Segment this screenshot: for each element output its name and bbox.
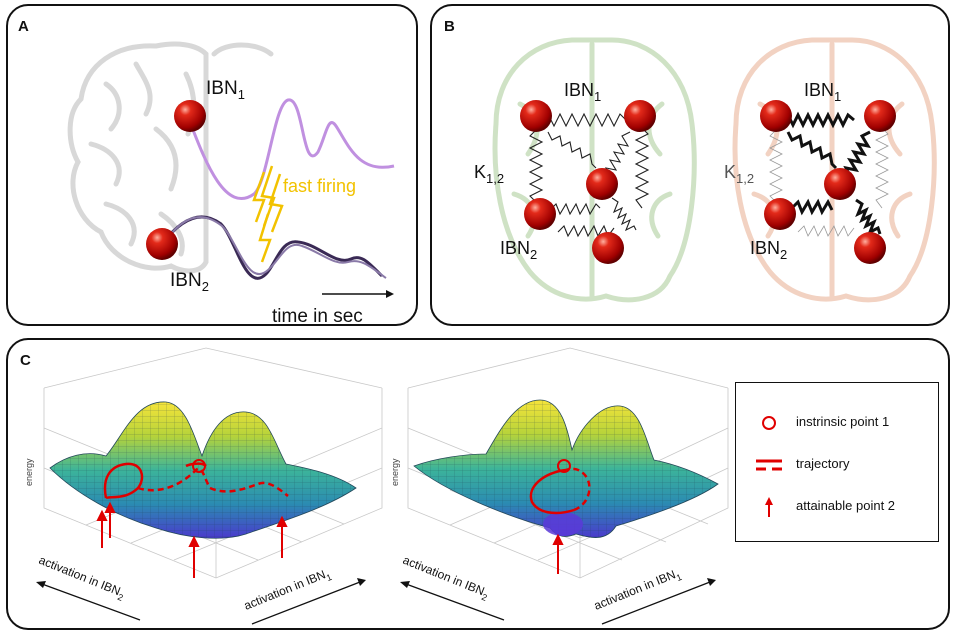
trace-ibn1 bbox=[188, 98, 395, 201]
y-axis-label-right: activation in IBN bbox=[401, 553, 487, 598]
z-axis-label-right: energy bbox=[390, 458, 400, 486]
panel-b-canvas: IBN1 K1,2 IBN2 bbox=[474, 37, 937, 303]
node-ibn2-sub: 2 bbox=[202, 279, 209, 294]
node-left-4 bbox=[524, 198, 556, 230]
legend-label-attainable: attainable point 2 bbox=[796, 498, 896, 513]
node-left-1 bbox=[520, 100, 552, 132]
right-ibn2-label: IBN bbox=[750, 238, 780, 258]
energy-plot-right: energy activation in IBN2 activation in … bbox=[390, 347, 729, 625]
attainable-arrows-right bbox=[552, 533, 564, 574]
svg-text:IBN2: IBN2 bbox=[170, 270, 209, 294]
y-axis-arrow-left bbox=[41, 583, 141, 621]
network-right: IBN1 K1,2 IBN2 bbox=[724, 37, 937, 303]
attainable-arrows-left bbox=[96, 501, 288, 578]
x-axis-arrow-right bbox=[601, 581, 711, 625]
right-ibn1-sub: 1 bbox=[834, 89, 841, 104]
spring-lines-right-thin bbox=[769, 127, 889, 237]
circle-icon bbox=[762, 416, 776, 430]
intrinsic-point-right bbox=[557, 459, 571, 473]
right-k-sub: 1,2 bbox=[736, 171, 754, 186]
node-ibn1-sub: 1 bbox=[238, 87, 245, 102]
x-axis-sub-left: 1 bbox=[325, 572, 333, 583]
deep-well-right bbox=[543, 512, 583, 536]
spring-lines-right-thick bbox=[781, 111, 882, 236]
legend-item-trajectory: trajectory bbox=[736, 453, 938, 477]
node-left-2 bbox=[624, 100, 656, 132]
node-right-3 bbox=[824, 168, 856, 200]
panel-label-b: B bbox=[444, 18, 455, 35]
legend-item-intrinsic: instrinsic point 1 bbox=[736, 411, 938, 435]
node-left-3 bbox=[586, 168, 618, 200]
right-k-label: K bbox=[724, 162, 736, 182]
svg-text:IBN1: IBN1 bbox=[564, 80, 601, 104]
right-ibn2-sub: 2 bbox=[780, 247, 787, 262]
legend-item-attainable: attainable point 2 bbox=[736, 495, 938, 519]
node-ibn1 bbox=[174, 100, 206, 132]
intrinsic-point-left bbox=[192, 459, 206, 473]
legend-label-intrinsic: instrinsic point 1 bbox=[796, 414, 890, 429]
left-ibn1-sub: 1 bbox=[594, 89, 601, 104]
x-axis-label-left: activation in IBN bbox=[242, 567, 328, 612]
time-label: time in sec bbox=[272, 306, 363, 326]
trace-ibn2-b bbox=[165, 216, 387, 279]
node-right-5 bbox=[854, 232, 886, 264]
y-axis-sub-left: 2 bbox=[116, 592, 124, 603]
left-ibn2-sub: 2 bbox=[530, 247, 537, 262]
node-right-4 bbox=[764, 198, 796, 230]
x-axis-arrow-left bbox=[251, 581, 361, 625]
fast-firing-label: fast firing bbox=[283, 176, 356, 196]
panel-a-canvas: fast firing IBN1 IBN2 time in sec bbox=[67, 41, 395, 326]
spring-lines-left bbox=[528, 112, 650, 238]
svg-text:IBN2: IBN2 bbox=[750, 238, 787, 262]
svg-text:activation in IBN2: activation in IBN2 bbox=[36, 553, 127, 603]
z-axis-label-left: energy bbox=[24, 458, 34, 486]
y-axis-label-left: activation in IBN bbox=[37, 553, 123, 598]
y-axis-sub-right: 2 bbox=[480, 592, 488, 603]
dashed-line-icon bbox=[756, 459, 782, 471]
right-ibn1-label: IBN bbox=[804, 80, 834, 100]
trajectory-right bbox=[529, 467, 591, 515]
left-k-label: K bbox=[474, 162, 486, 182]
legend-label-trajectory: trajectory bbox=[796, 456, 850, 471]
left-k-sub: 1,2 bbox=[486, 171, 504, 186]
svg-text:K1,2: K1,2 bbox=[474, 162, 504, 186]
panel-label-a: A bbox=[18, 18, 29, 35]
brain-outline-icon bbox=[67, 41, 274, 274]
node-right-1 bbox=[760, 100, 792, 132]
node-ibn1-label: IBN bbox=[206, 78, 238, 99]
svg-text:K1,2: K1,2 bbox=[724, 162, 754, 186]
time-arrow-head bbox=[386, 290, 394, 298]
left-ibn1-label: IBN bbox=[564, 80, 594, 100]
svg-text:IBN2: IBN2 bbox=[500, 238, 537, 262]
node-right-2 bbox=[864, 100, 896, 132]
left-ibn2-label: IBN bbox=[500, 238, 530, 258]
y-axis-arrow-right bbox=[405, 583, 505, 621]
panel-label-c: C bbox=[20, 352, 31, 369]
arrow-up-icon bbox=[765, 497, 773, 517]
panel-c-canvas: energy activation in IBN2 activation in … bbox=[24, 347, 729, 625]
panel-a: A bbox=[6, 4, 418, 326]
x-axis-sub-right: 1 bbox=[675, 572, 683, 583]
x-axis-label-right: activation in IBN bbox=[592, 567, 678, 612]
node-left-5 bbox=[592, 232, 624, 264]
svg-text:IBN1: IBN1 bbox=[206, 78, 245, 102]
legend: instrinsic point 1 trajectory attainable… bbox=[735, 382, 939, 542]
fast-firing-icon bbox=[252, 165, 284, 263]
svg-text:activation in IBN2: activation in IBN2 bbox=[400, 553, 491, 603]
node-ibn2 bbox=[146, 228, 178, 260]
svg-text:activation in IBN1: activation in IBN1 bbox=[592, 565, 683, 615]
svg-text:activation in IBN1: activation in IBN1 bbox=[242, 565, 333, 615]
node-ibn2-label: IBN bbox=[170, 270, 202, 291]
svg-text:IBN1: IBN1 bbox=[804, 80, 841, 104]
network-left: IBN1 K1,2 IBN2 bbox=[474, 37, 697, 303]
energy-plot-left: energy activation in IBN2 activation in … bbox=[24, 347, 383, 625]
panel-b: B bbox=[430, 4, 950, 326]
